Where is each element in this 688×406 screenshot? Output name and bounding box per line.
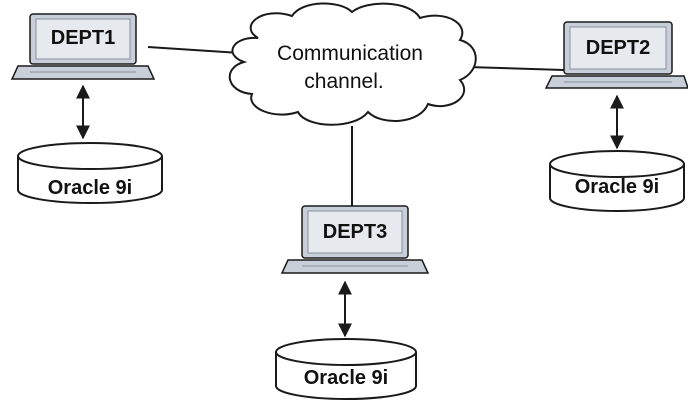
dept3-label: DEPT3 [323, 221, 387, 243]
dept2-database-cylinder-icon [549, 150, 685, 212]
dept2-laptop-icon [544, 21, 688, 89]
dept3-laptop-icon [280, 205, 430, 274]
dept2-label: DEPT2 [586, 37, 650, 59]
link-cloud-dept2 [467, 66, 565, 71]
dept1-label: DEPT1 [51, 27, 115, 49]
dept2-database-label: Oracle 9i [575, 176, 660, 198]
dept1-laptop-icon [10, 13, 156, 80]
cloud-label-line2: channel. [304, 70, 383, 93]
link-dept1-cloud [147, 46, 241, 54]
dept1-database-cylinder-icon [17, 142, 163, 204]
dept1-database-label: Oracle 9i [48, 177, 133, 199]
dept3-database-cylinder-icon [275, 338, 417, 400]
cloud-label-line1: Communication [277, 42, 423, 65]
dept3-database-label: Oracle 9i [304, 367, 389, 389]
communication-channel-cloud: Communication channel. [228, 2, 477, 126]
